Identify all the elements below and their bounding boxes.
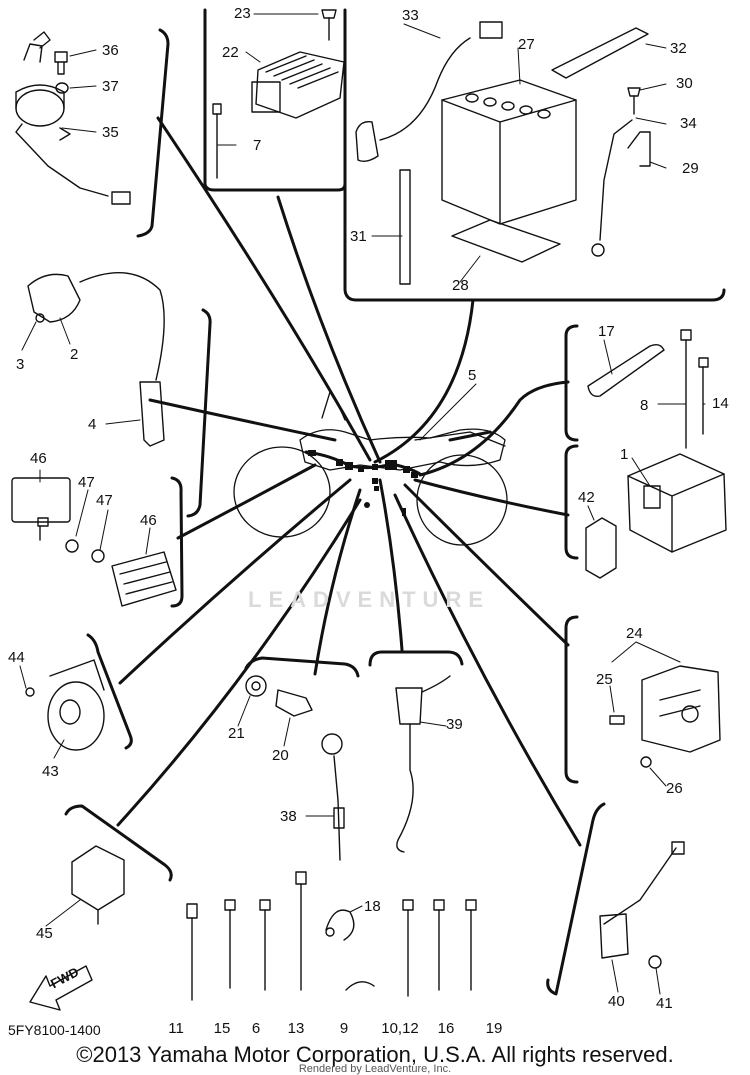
negative-cable-part [591,87,651,257]
rectifier-part [251,9,345,119]
hose-part [587,343,665,397]
callout-46-right: 46 [140,512,157,529]
callout-37: 37 [102,78,119,95]
callout-1: 1 [620,446,629,463]
battery-band-part [551,27,649,79]
watermark-text: LEADVENTURE [248,587,491,612]
callout-4: 4 [88,416,97,433]
callout-47-left: 47 [78,474,95,491]
callout-31: 31 [350,228,367,245]
callout-41: 41 [656,995,673,1012]
callout-28: 28 [452,277,469,294]
battery-part [441,79,577,225]
callout-43: 43 [42,763,59,780]
callout-44: 44 [8,649,25,666]
callout-11: 11 [168,1020,184,1037]
callout-18: 18 [364,898,381,915]
callout-leaders [19,13,706,995]
switch-39-part [395,675,451,853]
callout-7: 7 [253,137,262,154]
callout-39: 39 [446,716,463,733]
callout-45: 45 [36,925,53,942]
callout-25: 25 [596,671,613,688]
reflector-right-part [91,549,177,607]
callout-38: 38 [280,808,297,825]
main-switch-part [15,31,131,205]
callout-14: 14 [712,395,729,412]
cable-tie-part [212,103,222,179]
callout-29: 29 [682,160,699,177]
callout-6: 6 [251,1020,261,1037]
callout-46-left: 46 [30,450,47,467]
battery-cable-part [355,21,503,163]
callout-19: 19 [485,1020,503,1037]
callout-17: 17 [598,323,615,340]
ignition-coil-part [27,272,165,447]
horn-part [25,659,105,751]
neutral-switch-part [245,675,313,717]
cable-ties-bottom [186,871,477,1001]
rendered-by-notice: Rendered by LeadVenture, Inc. [298,1063,452,1075]
callout-15: 15 [213,1020,231,1037]
callout-34: 34 [680,115,697,132]
copyright-notice: ©2013 Yamaha Motor Corporation, U.S.A. A… [76,1042,674,1067]
callout-10-12: 10,12 [381,1020,419,1037]
callout-26: 26 [666,780,683,797]
callout-24: 24 [626,625,643,642]
callout-20: 20 [272,747,289,764]
fwd-arrow-icon [29,965,93,1011]
lead-part [321,733,345,861]
cable-ties-8-14 [680,329,709,449]
callout-23: 23 [234,5,251,22]
breather-tube-part [399,169,411,285]
callout-30: 30 [676,75,693,92]
sensor-40-part [599,841,685,969]
callout-22: 22 [222,44,239,61]
relay-45-part [71,845,125,925]
leader-lines [116,116,582,847]
callout-9: 9 [339,1020,349,1037]
document-number: 5FY8100-1400 [8,1022,101,1038]
callout-16: 16 [437,1020,455,1037]
callout-47-right: 47 [96,492,113,509]
callout-42: 42 [578,489,595,506]
callout-2: 2 [70,346,79,363]
callout-8: 8 [640,397,649,414]
connector-42-part [585,517,617,579]
callout-35: 35 [102,124,119,141]
callout-21: 21 [228,725,245,742]
callout-40: 40 [608,993,625,1010]
callout-36: 36 [102,42,119,59]
callout-13: 13 [287,1020,305,1037]
starter-relay-part [609,665,721,768]
callout-5: 5 [468,367,477,384]
callout-3: 3 [16,356,25,373]
group-brackets [64,8,726,996]
callout-27: 27 [518,36,535,53]
sheet-part [451,219,561,263]
callout-33: 33 [402,7,419,24]
reflector-left-part [11,477,79,553]
cdi-unit-part [627,453,727,553]
callout-32: 32 [670,40,687,57]
